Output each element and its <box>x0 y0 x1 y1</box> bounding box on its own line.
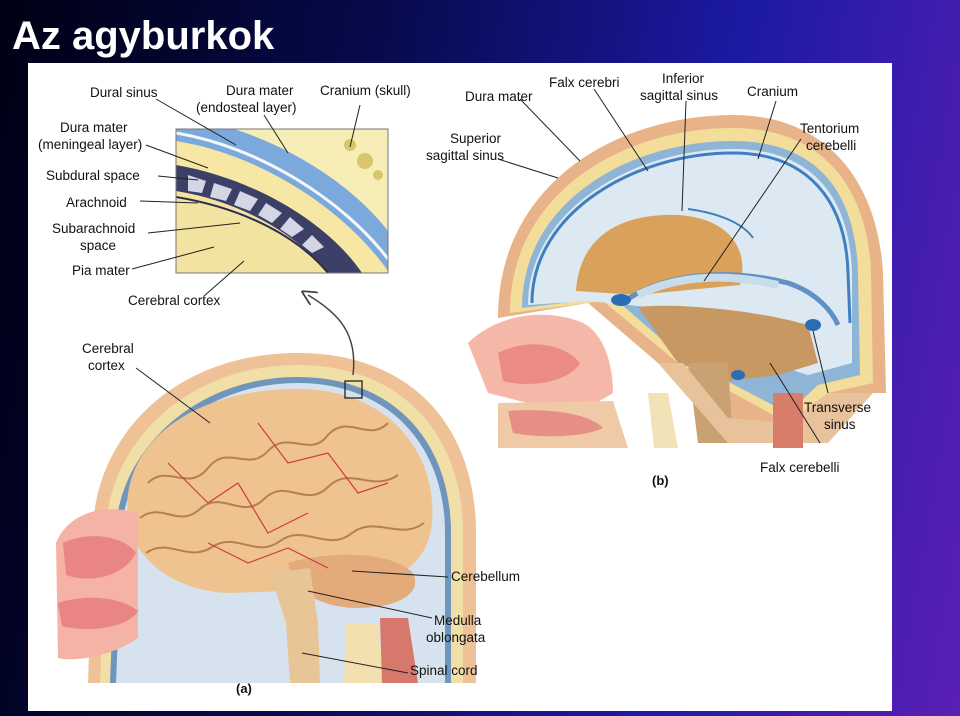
label-inferior-sagittal-sinus-1: Inferior <box>662 71 705 86</box>
label-cerebral-cortex-1: Cerebral <box>82 341 134 356</box>
label-transverse-sinus-2: sinus <box>824 417 856 432</box>
label-dura-meningeal-1: Dura mater <box>60 120 128 135</box>
label-transverse-sinus-1: Transverse <box>804 400 871 415</box>
panel-a-tag: (a) <box>236 681 252 696</box>
label-superior-sagittal-sinus-2: sagittal sinus <box>426 148 504 163</box>
panel-a-labels: Cerebral cortex Cerebellum Medulla oblon… <box>82 341 520 696</box>
cortical-vessels <box>167 422 389 569</box>
inset-leader-lines <box>131 98 361 297</box>
label-spinal-cord: Spinal cord <box>410 663 478 678</box>
inset-frame <box>175 128 389 274</box>
label-pia-mater: Pia mater <box>72 263 130 278</box>
inset-labels: Dural sinus Dura mater (endosteal layer)… <box>38 83 411 308</box>
label-cranium-skull: Cranium (skull) <box>320 83 411 98</box>
label-subarachnoid-1: Subarachnoid <box>52 221 135 236</box>
gyri-pattern <box>139 422 425 554</box>
panel-b-labels: Dura mater Falx cerebri Inferior sagitta… <box>426 71 871 488</box>
label-subdural-space: Subdural space <box>46 168 140 183</box>
inset-arrow <box>308 295 355 376</box>
label-falx-cerebri: Falx cerebri <box>549 75 620 90</box>
inset-source-box <box>344 380 363 399</box>
label-cerebral-cortex-2: cortex <box>88 358 125 373</box>
label-medulla-oblongata-2: oblongata <box>426 630 486 645</box>
label-dura-endosteal-1: Dura mater <box>226 83 294 98</box>
panel-b-tag: (b) <box>652 473 669 488</box>
meninges-figure: Dura mater Falx cerebri Inferior sagitta… <box>28 63 892 711</box>
label-arachnoid: Arachnoid <box>66 195 127 210</box>
label-cerebellum: Cerebellum <box>451 569 520 584</box>
label-dura-mater-b: Dura mater <box>465 89 533 104</box>
brain-illustration <box>56 353 476 683</box>
panel-b-leader-lines <box>497 88 829 444</box>
label-falx-cerebelli: Falx cerebelli <box>760 460 840 475</box>
label-inferior-sagittal-sinus-2: sagittal sinus <box>640 88 718 103</box>
label-cranium-b: Cranium <box>747 84 798 99</box>
label-tentorium-cerebelli-2: cerebelli <box>806 138 856 153</box>
slide-title: Az agyburkok <box>12 14 275 58</box>
label-medulla-oblongata-1: Medulla <box>434 613 482 628</box>
meninges-inset-illustration <box>176 129 388 273</box>
label-superior-sagittal-sinus-1: Superior <box>450 131 502 146</box>
label-dural-sinus: Dural sinus <box>90 85 158 100</box>
label-dura-endosteal-2: (endosteal layer) <box>196 100 297 115</box>
label-tentorium-cerebelli-1: Tentorium <box>800 121 859 136</box>
label-subarachnoid-2: space <box>80 238 116 253</box>
label-dura-meningeal-2: (meningeal layer) <box>38 137 142 152</box>
label-cerebral-cortex-inset: Cerebral cortex <box>128 293 221 308</box>
sagittal-section-illustration <box>468 115 886 448</box>
panel-a-leader-lines <box>135 367 449 674</box>
